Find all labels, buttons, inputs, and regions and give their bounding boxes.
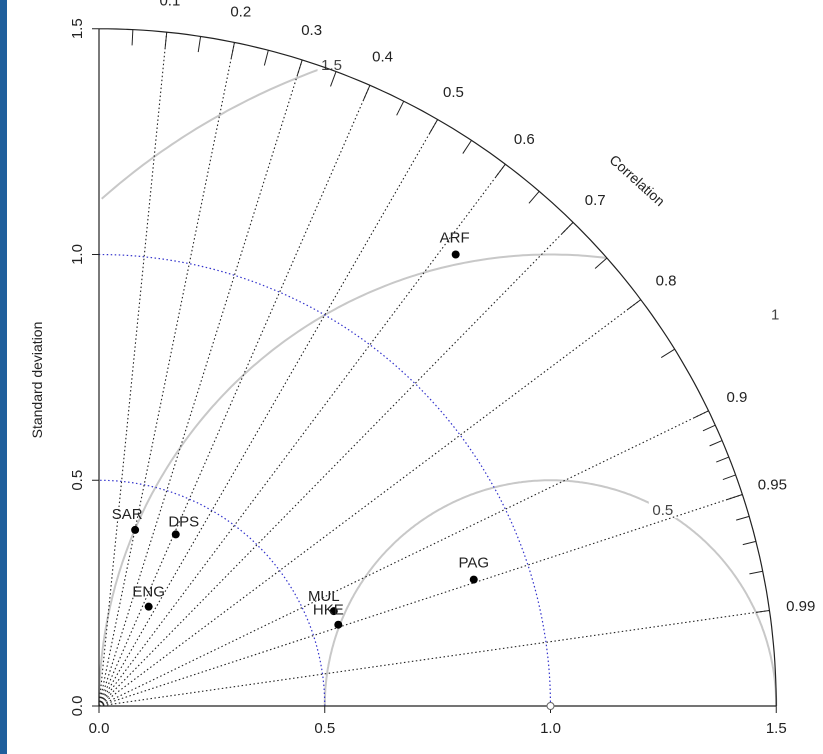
correlation-line xyxy=(98,119,439,707)
data-point xyxy=(469,575,478,584)
correlation-line xyxy=(98,59,303,707)
data-point-label: ARF xyxy=(440,230,470,247)
left-accent-strip xyxy=(0,0,7,754)
correlation-tick-mark xyxy=(462,140,472,154)
x-tick-label: 0.5 xyxy=(314,720,335,737)
correlation-tick-label: 0.5 xyxy=(443,84,464,101)
rms-arc-label-bg xyxy=(317,55,346,74)
data-point xyxy=(131,525,140,534)
data-point-label: DPS xyxy=(168,513,199,530)
correlation-line xyxy=(98,32,168,707)
x-tick-label: 0.0 xyxy=(89,720,110,737)
correlation-tick-label: 0.8 xyxy=(656,273,677,290)
rms-arc-label: 1.5 xyxy=(321,57,342,74)
correlation-tick-mark xyxy=(363,85,371,100)
correlation-minor-tick xyxy=(749,570,763,575)
correlation-tick-mark xyxy=(396,100,405,116)
correlation-tick-label: 0.3 xyxy=(301,22,322,39)
correlation-tick-mark xyxy=(197,36,202,53)
correlation-tick-mark xyxy=(164,32,168,48)
correlation-line xyxy=(98,299,642,707)
correlation-minor-tick xyxy=(742,540,757,546)
correlation-tick-mark xyxy=(594,257,608,269)
rms-arc xyxy=(323,479,778,707)
rms-arc-label-bg xyxy=(761,304,790,323)
y-tick-label: 1.5 xyxy=(69,18,86,39)
y-axis-label: Standard deviation xyxy=(29,322,45,439)
y-tick-label: 1.0 xyxy=(69,244,86,265)
correlation-tick-mark xyxy=(528,191,540,204)
data-point xyxy=(329,607,338,616)
correlation-tick-mark xyxy=(561,221,574,234)
x-tick-label: 1.5 xyxy=(766,720,787,737)
rms-arc xyxy=(101,66,325,200)
correlation-line xyxy=(98,494,743,707)
correlation-tick-mark xyxy=(694,410,709,419)
correlation-minor-tick xyxy=(736,515,750,521)
data-point xyxy=(171,530,180,539)
correlation-tick-label: 0.9 xyxy=(727,389,748,406)
data-point xyxy=(451,250,460,259)
x-tick-label: 1.0 xyxy=(540,720,561,737)
outer-correlation-arc xyxy=(99,28,777,707)
correlation-minor-tick xyxy=(755,609,770,613)
correlation-tick-mark xyxy=(429,119,439,134)
correlation-tick-mark xyxy=(330,71,337,87)
sd-arc xyxy=(98,253,552,707)
reference-point xyxy=(546,702,555,710)
correlation-tick-mark xyxy=(627,299,642,310)
correlation-tick-mark xyxy=(131,29,134,46)
correlation-tick-mark xyxy=(263,50,269,66)
correlation-minor-tick xyxy=(709,440,723,447)
rms-arc-label: 1 xyxy=(771,306,779,323)
correlation-line xyxy=(98,163,506,707)
data-point xyxy=(144,602,153,611)
correlation-tick-label: 0.6 xyxy=(514,131,535,148)
correlation-tick-label: 0.1 xyxy=(159,0,180,10)
correlation-line xyxy=(98,221,574,707)
correlation-tick-label: 0.99 xyxy=(786,598,815,615)
y-tick-label: 0.0 xyxy=(69,696,86,717)
correlation-tick-mark xyxy=(660,348,675,358)
data-point-label: PAG xyxy=(458,555,489,572)
rms-arc-label-bg xyxy=(648,500,677,519)
correlation-tick-mark xyxy=(230,42,235,59)
sd-arc xyxy=(99,479,326,707)
correlation-line xyxy=(98,410,709,707)
correlation-line xyxy=(98,85,371,707)
correlation-minor-tick xyxy=(722,474,736,481)
correlation-minor-tick xyxy=(702,424,716,432)
correlation-tick-label: 0.7 xyxy=(585,192,606,209)
correlation-line xyxy=(98,42,235,707)
correlation-tick-label: 0.95 xyxy=(758,477,787,494)
rms-arc xyxy=(98,253,606,706)
correlation-minor-tick xyxy=(716,456,730,463)
correlation-line xyxy=(98,609,770,707)
correlation-tick-label: 0.2 xyxy=(230,3,251,20)
y-tick-label: 0.5 xyxy=(69,470,86,491)
correlation-tick-mark xyxy=(495,163,506,178)
rms-arc-label: 0.5 xyxy=(652,502,673,519)
data-point-label: MUL xyxy=(308,588,340,605)
data-point-label: HKE xyxy=(313,602,344,619)
data-point-label: ENG xyxy=(132,584,165,601)
data-point xyxy=(334,620,343,629)
data-point-label: SAR xyxy=(112,506,143,523)
correlation-tick-label: 0.4 xyxy=(372,48,393,65)
correlation-label: Correlation xyxy=(607,151,669,209)
correlation-tick-mark xyxy=(296,59,303,76)
correlation-tick-mark xyxy=(727,494,743,500)
